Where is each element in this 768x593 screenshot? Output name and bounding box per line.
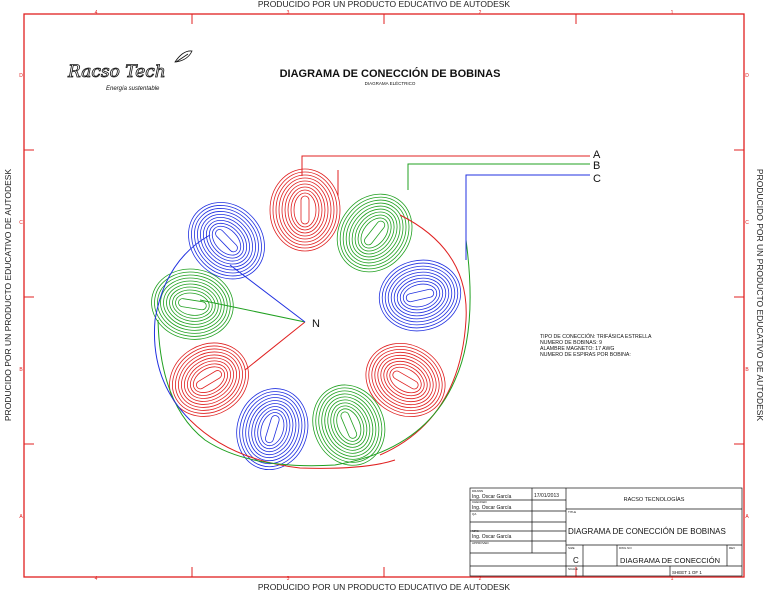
tb-dwg-no: DIAGRAMA DE CONECCIÓN (620, 556, 720, 565)
tb-drawn-label: DRAWN (472, 489, 483, 493)
spec-coil-count: NUMERO DE BOBINAS: 9 (540, 340, 602, 346)
spec-connection-type: TIPO DE CONECCIÓN: TRIFÁSICA ESTRELLA (540, 333, 652, 340)
phase-label-c: C (593, 173, 601, 185)
phase-labels: ABC (593, 149, 601, 185)
logo-tagline: Energía sustentable (106, 86, 160, 92)
zone-col-bottom-4: 1 (671, 576, 674, 582)
tb-scale-label: SCALE (568, 567, 578, 571)
tb-mfg-label: MFG (472, 529, 479, 533)
leaf-icon (174, 50, 193, 63)
tb-drawn-name: Ing. Oscar García (472, 494, 512, 500)
tb-size: C (573, 556, 579, 565)
zone-labels: 4 3 2 1 4 3 2 1 D C B A D C B A (19, 10, 749, 582)
spec-turns: NUMERO DE ESPIRAS POR BOBINA: (540, 352, 631, 358)
wires-group (153, 155, 590, 469)
specs-block: TIPO DE CONECCIÓN: TRIFÁSICA ESTRELLA NU… (540, 333, 652, 358)
zone-col-top-1: 4 (95, 10, 98, 16)
phase-label-b: B (593, 160, 600, 172)
wire-green-return (157, 239, 471, 467)
zone-row-left-d: D (19, 73, 23, 79)
coil-3 (378, 259, 462, 332)
neutral-label: N (312, 318, 320, 330)
page-subtitle: DIAGRAMA ELÉCTRICO (365, 80, 416, 86)
wire-phase-a (301, 155, 590, 176)
tb-checked-name: Ing. Oscar García (472, 505, 512, 511)
zone-col-top-3: 2 (479, 10, 482, 16)
tb-checked-label: CHECKED (472, 500, 488, 504)
wire-phase-c (465, 174, 590, 218)
coil-9 (188, 202, 265, 280)
tb-rev-label: REV (729, 546, 735, 550)
wire-phase-b (407, 163, 590, 190)
logo-name: Racso Tech (67, 62, 166, 82)
tb-drawing-title: DIAGRAMA DE CONECCIÓN DE BOBINAS (568, 527, 726, 536)
zone-row-left-c: C (19, 220, 23, 226)
wire-red-return (189, 170, 467, 469)
tb-size-label: SIZE (568, 546, 575, 550)
zone-col-bottom-2: 3 (287, 576, 290, 582)
wire-blue-return (153, 218, 467, 421)
tb-company: RACSO TECNOLOGÍAS (624, 496, 685, 503)
coil-5 (312, 384, 386, 466)
phase-label-a: A (593, 149, 601, 161)
zone-row-left-b: B (19, 367, 23, 373)
coil-6 (236, 388, 309, 471)
page-title: DIAGRAMA DE CONECCIÓN DE BOBINAS (280, 67, 501, 80)
zone-ticks (24, 14, 744, 577)
zone-row-left-a: A (19, 514, 23, 520)
watermark-bottom: PRODUCIDO POR UN PRODUCTO EDUCATIVO DE A… (257, 582, 511, 592)
coil-8 (151, 268, 234, 340)
tb-mfg-name: Ing. Oscar García (472, 534, 512, 540)
tb-title-label: TITLE (568, 510, 576, 514)
zone-col-top-2: 3 (287, 10, 290, 16)
tb-approved-label: APPROVED (472, 541, 490, 545)
zone-col-bottom-3: 2 (479, 576, 482, 582)
zone-row-right-a: A (745, 514, 749, 520)
zone-col-bottom-1: 4 (95, 576, 98, 582)
zone-col-top-4: 1 (671, 10, 674, 16)
title-block-text: DRAWN Ing. Oscar García 17/01/2013 CHECK… (472, 489, 735, 575)
zone-row-right-b: B (745, 367, 749, 373)
spec-wire-gauge: ALAMBRE MAGNETO: 17 AWG (540, 346, 614, 352)
coil-4 (365, 343, 446, 417)
sheet-border (23, 13, 745, 578)
tb-dwg-label: DWG NO (619, 546, 632, 550)
zone-row-right-d: D (745, 73, 749, 79)
tb-qa-label: QA (472, 512, 476, 516)
coil-1 (269, 168, 341, 252)
zone-row-right-c: C (745, 220, 749, 226)
tb-sheet: SHEET 1 OF 1 (672, 570, 702, 575)
tb-date: 17/01/2013 (534, 493, 559, 499)
title-block (469, 487, 743, 577)
logo: Racso Tech Energía sustentable (67, 50, 193, 92)
watermark-top: PRODUCIDO POR UN PRODUCTO EDUCATIVO DE A… (257, 0, 511, 9)
coils-group (151, 168, 462, 471)
